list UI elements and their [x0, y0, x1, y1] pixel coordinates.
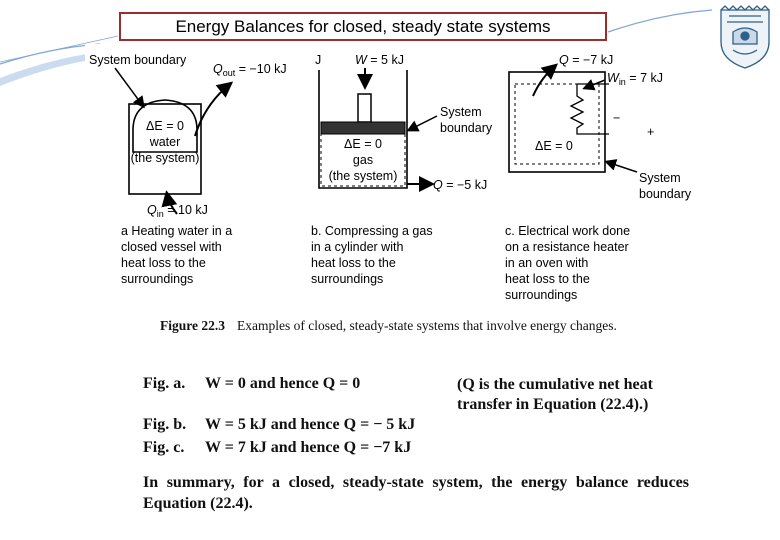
c-caption-5: surroundings — [505, 288, 577, 302]
row-fig-a: Fig. a. W = 0 and hence Q = 0 — [143, 375, 360, 393]
c-minus: − — [613, 111, 620, 125]
a-caption-2: closed vessel with — [121, 240, 222, 254]
a-boundary-arrow — [114, 67, 145, 109]
row-fig-a-label: Fig. a. — [143, 375, 186, 392]
note: (Q is the cumulative net heat transfer i… — [457, 375, 653, 415]
b-w-label: W = 5 kJ — [355, 53, 404, 67]
c-boundary-arrow — [604, 159, 638, 173]
b-the-system: (the system) — [329, 169, 398, 183]
a-vessel-dome — [132, 99, 198, 153]
figure-22-3: System boundary Qout = −10 kJ ΔE = 0 wat… — [85, 44, 705, 306]
b-boundary-arrow — [406, 115, 438, 132]
figure-label: Figure 22.3 — [160, 318, 225, 333]
c-caption-1: c. Electrical work done — [505, 224, 630, 238]
b-caption-1: b. Compressing a gas — [311, 224, 433, 238]
c-caption-2: on a resistance heater — [505, 240, 629, 254]
summary-line-1: In summary, for a closed, steady-state s… — [143, 474, 689, 491]
c-system-boundary-l1: System — [639, 171, 681, 185]
summary-line-2: Equation (22.4). — [143, 495, 253, 512]
c-system-boundary-l2: boundary — [639, 187, 692, 201]
c-w-in-label: Win = 7 kJ — [607, 71, 663, 87]
a-caption-1: a Heating water in a — [121, 224, 232, 238]
a-the-system: (the system) — [131, 151, 200, 165]
c-caption-4: heat loss to the — [505, 272, 590, 286]
panel-c: Q = −7 kJ Win = 7 kJ − + ΔE = 0 System b… — [505, 53, 692, 302]
c-q-label: Q = −7 kJ — [559, 53, 613, 67]
b-caption-3: heat loss to the — [311, 256, 396, 270]
a-system-boundary-label: System boundary — [89, 53, 187, 67]
book-excerpt: Figure 22.3 Examples of closed, steady-st… — [100, 308, 692, 518]
b-j-label: J — [315, 53, 321, 67]
figure-caption-text: Examples of closed, steady-state systems… — [237, 318, 617, 333]
b-gas: gas — [353, 153, 373, 167]
c-resistor — [569, 84, 609, 135]
row-fig-c-expr: W = 7 kJ and hence Q = −7 kJ — [205, 439, 412, 456]
b-piston — [320, 121, 406, 135]
a-caption-4: surroundings — [121, 272, 193, 286]
a-q-out-label: Qout = −10 kJ — [213, 62, 287, 78]
panel-b: J W = 5 kJ ΔE = 0 gas (the system) Syste… — [311, 53, 493, 286]
b-delta-e: ΔE = 0 — [344, 137, 382, 151]
b-system-boundary — [320, 133, 406, 187]
university-crest-icon — [720, 5, 770, 69]
b-system-boundary-l1: System — [440, 105, 482, 119]
a-water: water — [149, 135, 181, 149]
b-q-label: Q = −5 kJ — [433, 178, 487, 192]
row-fig-b-label: Fig. b. — [143, 416, 187, 433]
c-plus: + — [647, 125, 654, 139]
row-fig-b: Fig. b. W = 5 kJ and hence Q = − 5 kJ — [143, 416, 415, 434]
b-caption-2: in a cylinder with — [311, 240, 403, 254]
c-delta-e: ΔE = 0 — [535, 139, 573, 153]
c-q-arrow — [532, 63, 559, 97]
note-line-1: (Q is the cumulative net heat — [457, 376, 653, 393]
note-line-2: transfer in Equation (22.4).) — [457, 396, 649, 413]
panel-a: System boundary Qout = −10 kJ ΔE = 0 wat… — [89, 53, 287, 286]
a-q-in-arrow — [161, 190, 178, 215]
row-fig-c-label: Fig. c. — [143, 439, 185, 456]
a-delta-e: ΔE = 0 — [146, 119, 184, 133]
b-system-boundary-l2: boundary — [440, 121, 493, 135]
row-fig-c: Fig. c. W = 7 kJ and hence Q = −7 kJ — [143, 439, 411, 457]
c-caption-3: in an oven with — [505, 256, 588, 270]
b-caption-4: surroundings — [311, 272, 383, 286]
row-fig-b-expr: W = 5 kJ and hence Q = − 5 kJ — [205, 416, 416, 433]
figure-caption: Figure 22.3 Examples of closed, steady-st… — [160, 318, 617, 334]
slide-title: Energy Balances for closed, steady state… — [119, 12, 607, 41]
row-fig-a-expr: W = 0 and hence Q = 0 — [205, 375, 361, 392]
a-q-in-label: Qin = 10 kJ — [147, 203, 208, 219]
a-caption-3: heat loss to the — [121, 256, 206, 270]
summary: In summary, for a closed, steady-state s… — [143, 472, 689, 514]
c-system-boundary — [514, 83, 600, 165]
c-oven — [508, 71, 606, 173]
b-piston-rod — [357, 93, 372, 123]
